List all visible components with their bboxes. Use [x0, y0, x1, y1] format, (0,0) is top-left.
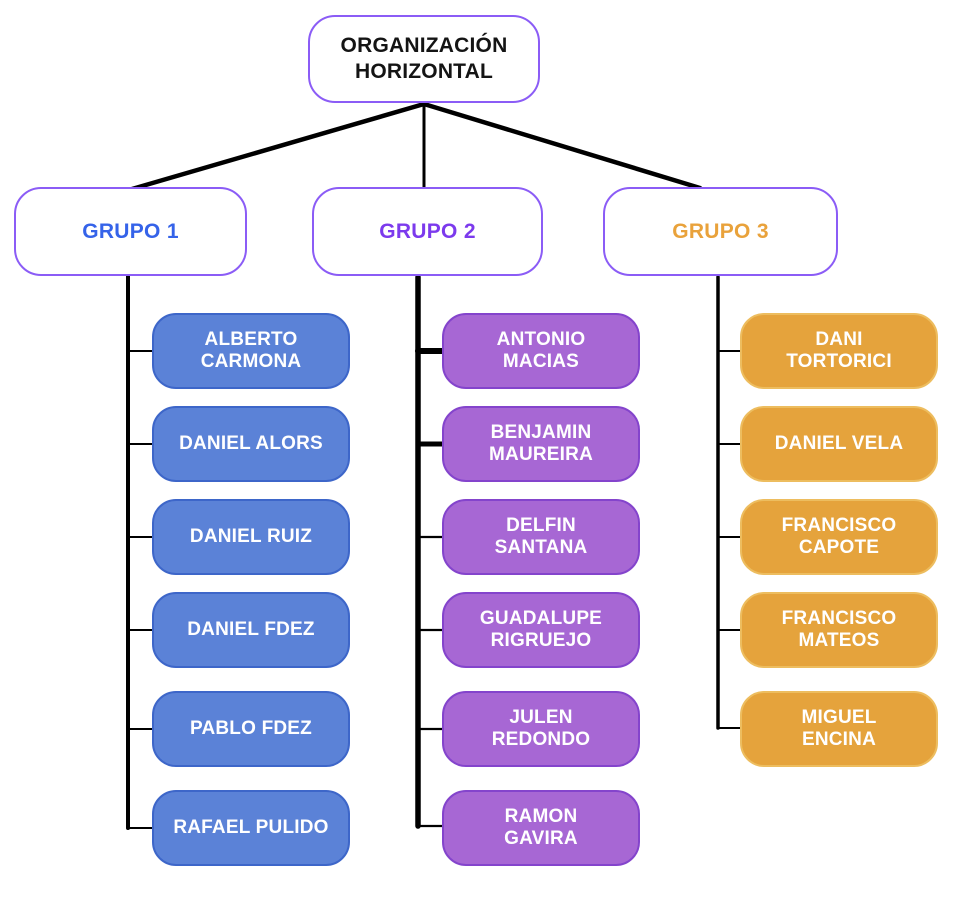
member-node[interactable]: DELFIN SANTANA — [442, 499, 640, 575]
member-node[interactable]: PABLO FDEZ — [152, 691, 350, 767]
member-node[interactable]: ALBERTO CARMONA — [152, 313, 350, 389]
group-label: GRUPO 3 — [672, 219, 769, 243]
member-node[interactable]: DANIEL ALORS — [152, 406, 350, 482]
root-node[interactable]: ORGANIZACIÓN HORIZONTAL — [308, 15, 540, 103]
member-node[interactable]: JULEN REDONDO — [442, 691, 640, 767]
member-node[interactable]: RAFAEL PULIDO — [152, 790, 350, 866]
member-node[interactable]: FRANCISCO CAPOTE — [740, 499, 938, 575]
group-label: GRUPO 2 — [379, 219, 476, 243]
connector-root-group1 — [129, 101, 427, 192]
member-node[interactable]: BENJAMIN MAUREIRA — [442, 406, 640, 482]
member-node[interactable]: FRANCISCO MATEOS — [740, 592, 938, 668]
group-node-grupo-2[interactable]: GRUPO 2 — [312, 187, 543, 276]
root-node-title: ORGANIZACIÓN HORIZONTAL — [340, 33, 508, 83]
member-node[interactable]: MIGUEL ENCINA — [740, 691, 938, 767]
group-label: GRUPO 1 — [82, 219, 179, 243]
member-node[interactable]: DANIEL RUIZ — [152, 499, 350, 575]
connector-root-group3 — [421, 101, 703, 191]
group-node-grupo-3[interactable]: GRUPO 3 — [603, 187, 838, 276]
group-node-grupo-1[interactable]: GRUPO 1 — [14, 187, 247, 276]
member-node[interactable]: DANI TORTORICI — [740, 313, 938, 389]
member-node[interactable]: RAMON GAVIRA — [442, 790, 640, 866]
member-node[interactable]: DANIEL VELA — [740, 406, 938, 482]
member-node[interactable]: DANIEL FDEZ — [152, 592, 350, 668]
member-node[interactable]: ANTONIO MACIAS — [442, 313, 640, 389]
member-node[interactable]: GUADALUPE RIGRUEJO — [442, 592, 640, 668]
